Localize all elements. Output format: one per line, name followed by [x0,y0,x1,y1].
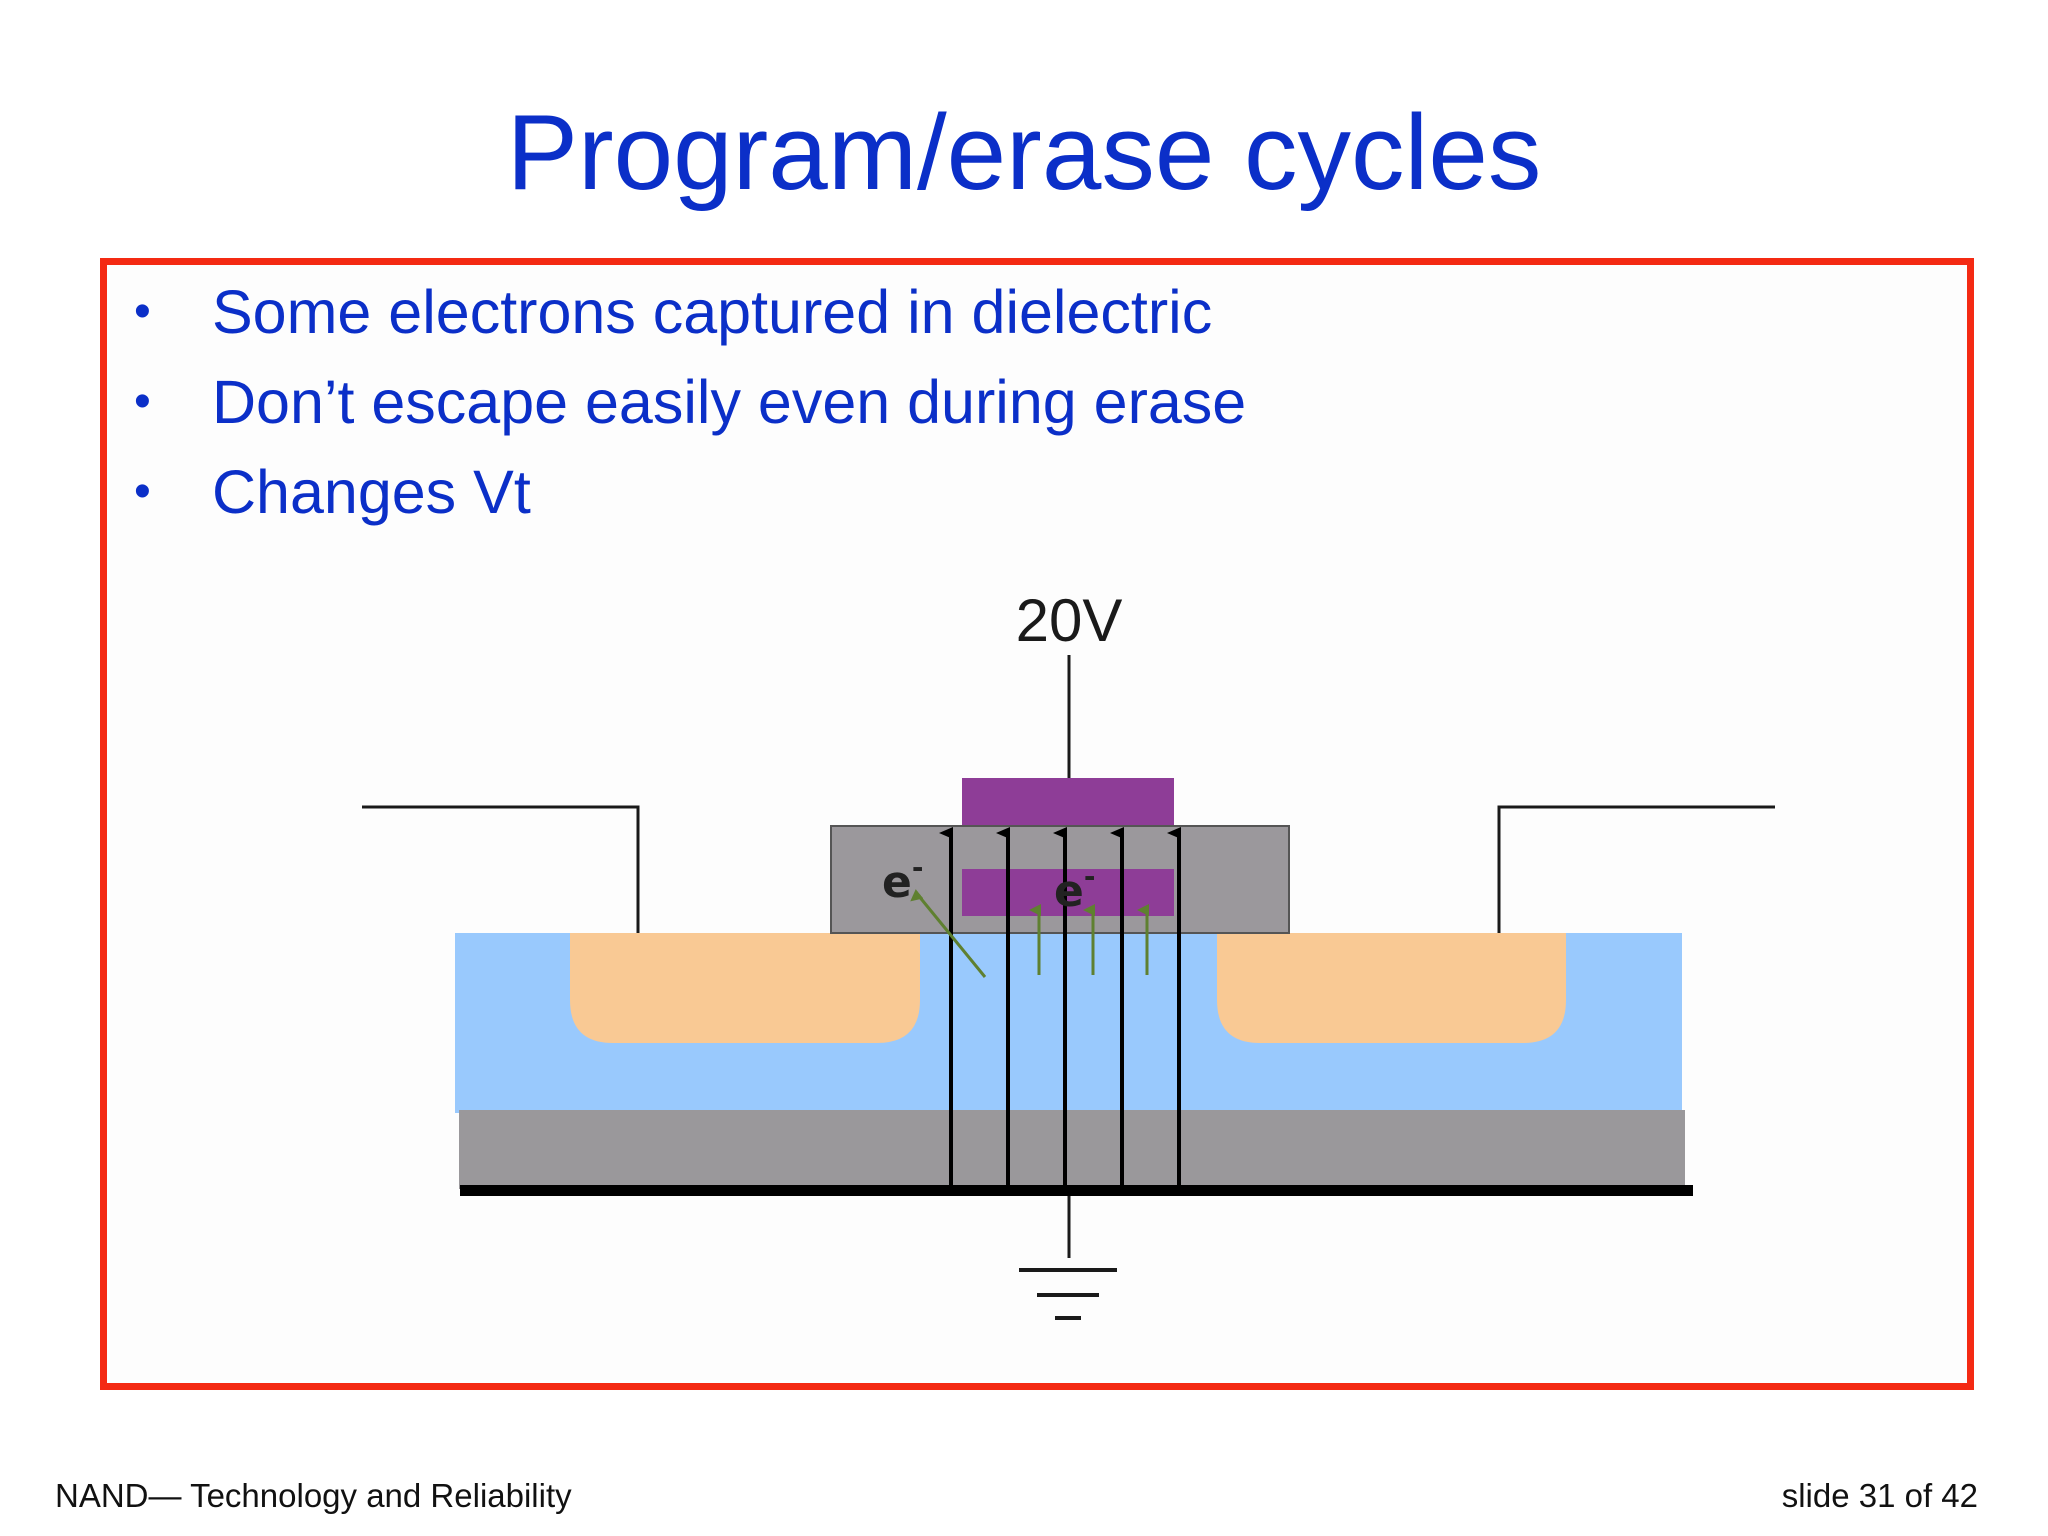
floating-gate-electron-label: e- [1054,860,1095,917]
source-contact-wire [362,805,640,934]
trapped-electron-label: e- [882,851,923,908]
source-well [570,933,920,1043]
drain-well [1217,933,1566,1043]
control-gate [962,778,1174,825]
electron-symbol: e [882,857,912,908]
bullet-icon: • [134,285,151,338]
drain-contact-wire [1497,805,1775,934]
ground-icon [1019,1268,1117,1320]
trapped-electron-arrow [910,889,987,978]
slide-title: Program/erase cycles [506,92,1542,212]
gate-voltage-label: 20V [1016,587,1123,654]
electron-charge: - [912,851,924,884]
bulk-contact [460,1185,1693,1196]
bullet-icon: • [134,375,151,428]
bullet-text: Don’t escape easily even during erase [212,368,1247,436]
bulk-layer [459,1110,1685,1189]
bullet-text: Changes Vt [212,458,531,526]
slide-number: slide 31 of 42 [1781,1477,1978,1514]
footer-title: NAND— Technology and Reliability [55,1477,572,1514]
bullet-text: Some electrons captured in dielectric [212,278,1213,346]
bullet-icon: • [134,465,151,518]
electron-symbol: e [1054,866,1084,917]
electron-charge: - [1084,860,1096,893]
